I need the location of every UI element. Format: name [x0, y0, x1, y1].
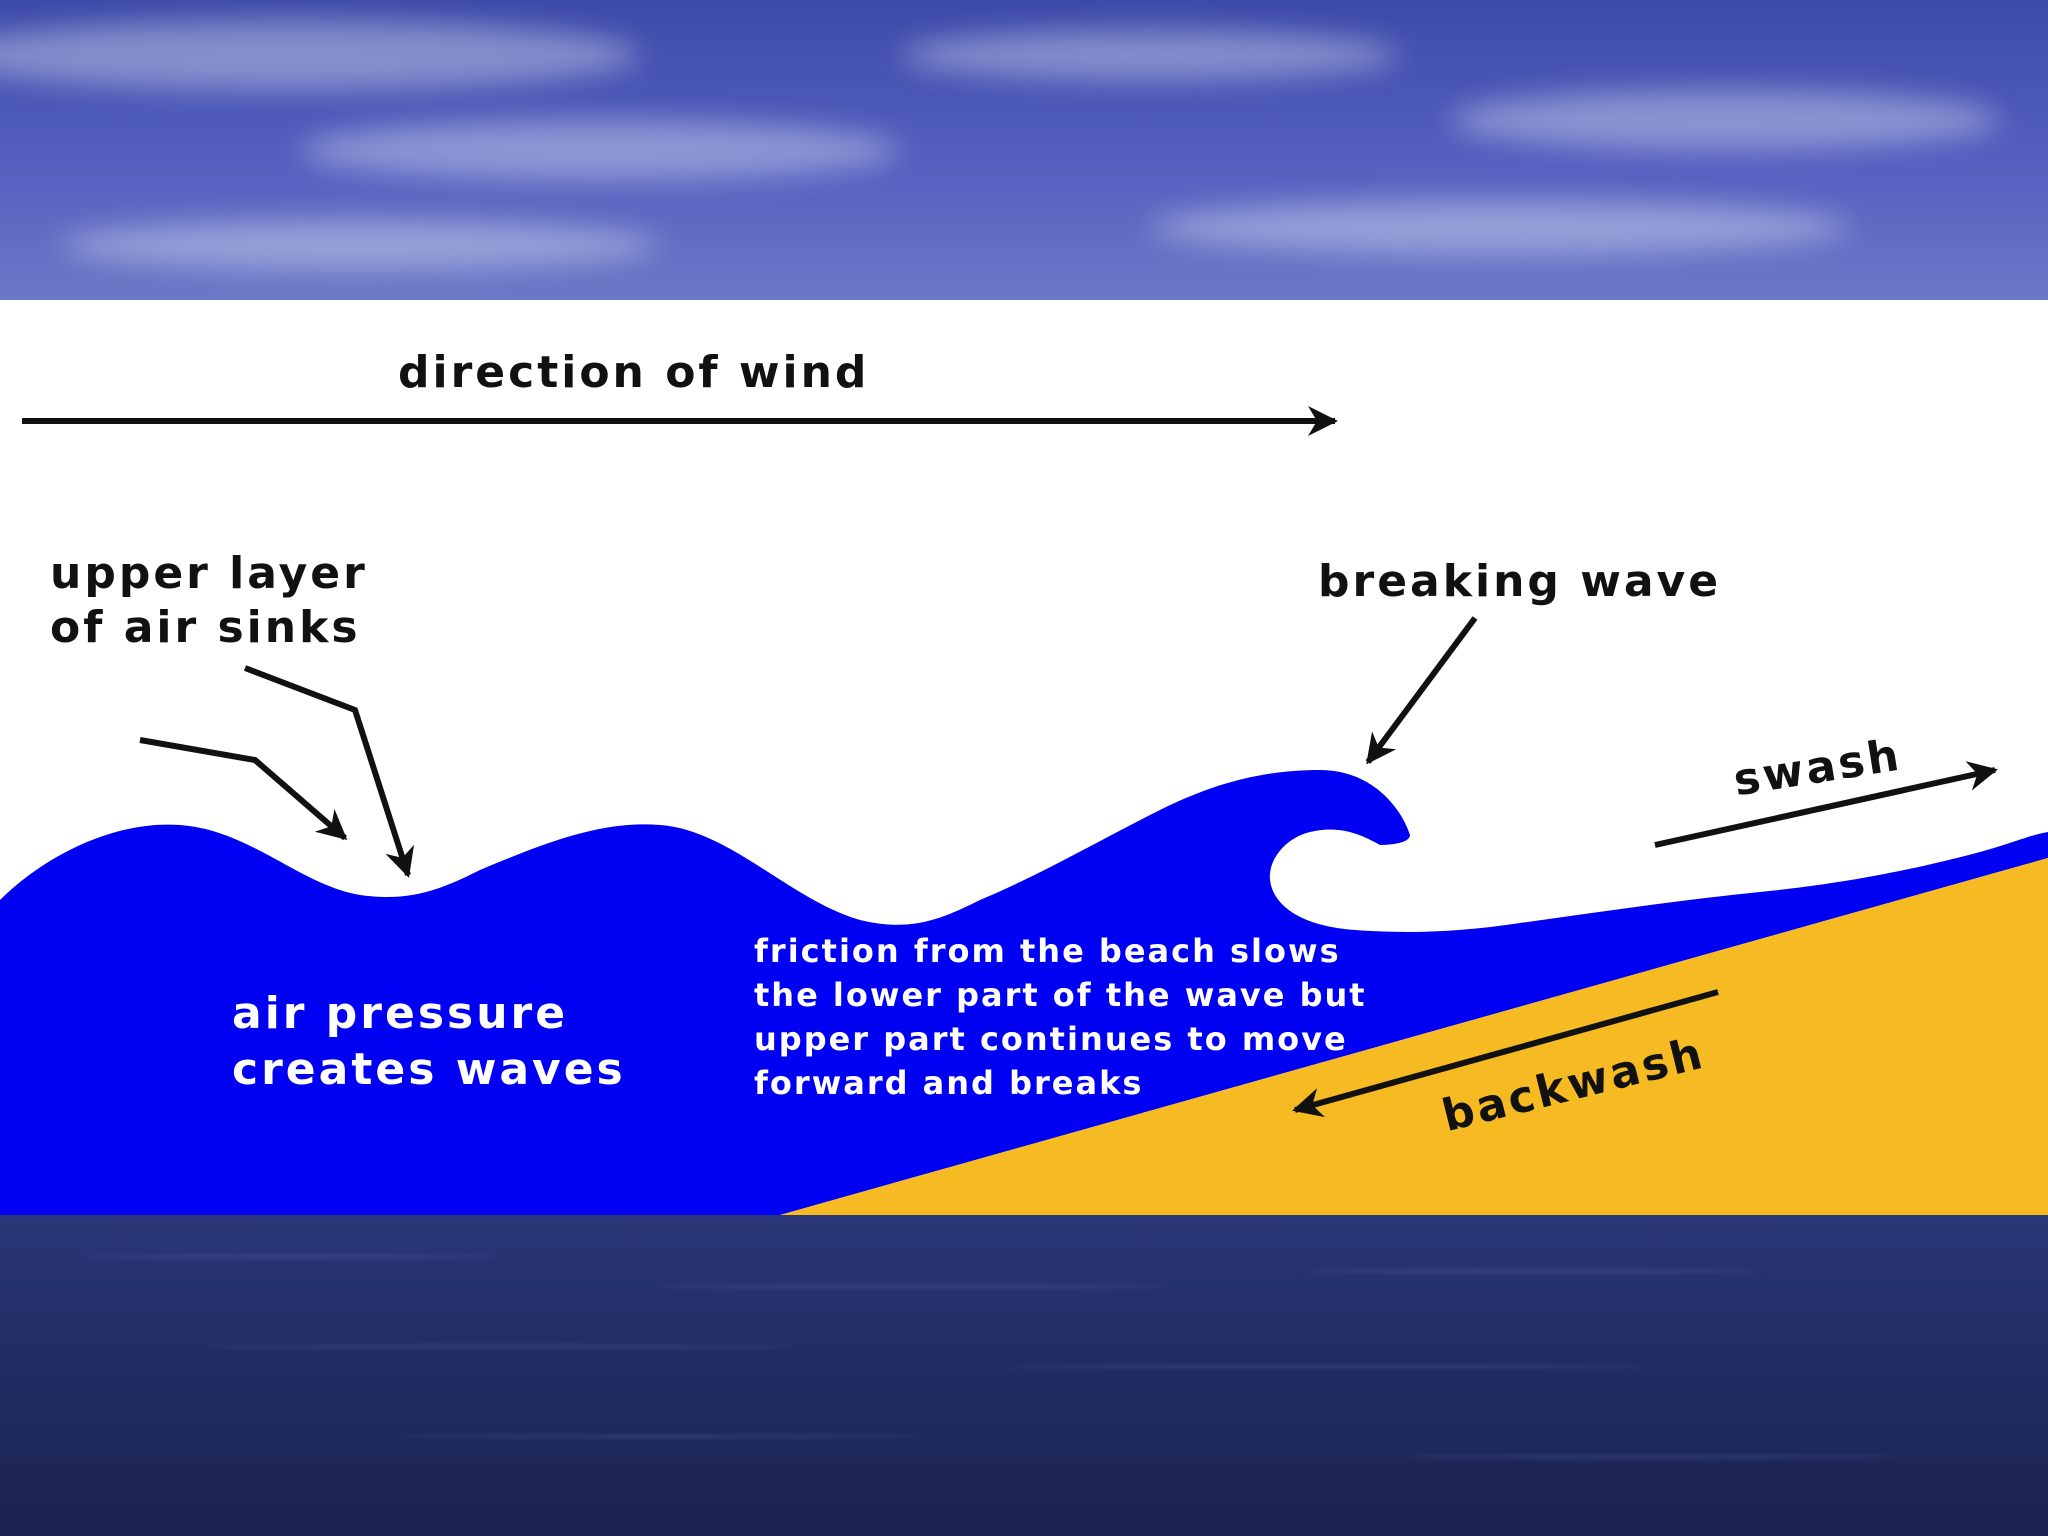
ripple	[1300, 1270, 1760, 1273]
friction-label-line-1: friction from the beach slows	[754, 929, 1341, 973]
ripple	[80, 1255, 500, 1258]
friction-label-line-3: upper part continues to move	[754, 1017, 1348, 1061]
ripple	[650, 1285, 1170, 1288]
cloud	[0, 20, 640, 90]
cloud	[900, 30, 1400, 80]
air-pressure-label-line-1: air pressure	[232, 986, 568, 1042]
sky-background	[0, 0, 2048, 300]
ripple	[200, 1345, 800, 1348]
wind-direction-label: direction of wind	[398, 346, 869, 400]
ripple	[400, 1435, 920, 1438]
upper-layer-label-line-1: upper layer	[50, 547, 368, 601]
upper-layer-label-line-2: of air sinks	[50, 601, 361, 655]
ripple	[1400, 1455, 1900, 1458]
air-pressure-label-line-2: creates waves	[232, 1042, 626, 1098]
cloud	[1150, 200, 1850, 255]
wave-diagram: direction of wind upper layer of air sin…	[0, 300, 2048, 1215]
friction-label-line-2: the lower part of the wave but	[754, 973, 1367, 1017]
friction-label-line-4: forward and breaks	[754, 1061, 1143, 1105]
breaking-wave-label: breaking wave	[1318, 555, 1721, 609]
cloud	[1450, 90, 2000, 150]
ripple	[1000, 1365, 1650, 1368]
cloud	[60, 220, 660, 270]
cloud	[300, 120, 900, 180]
sea-background	[0, 1215, 2048, 1536]
